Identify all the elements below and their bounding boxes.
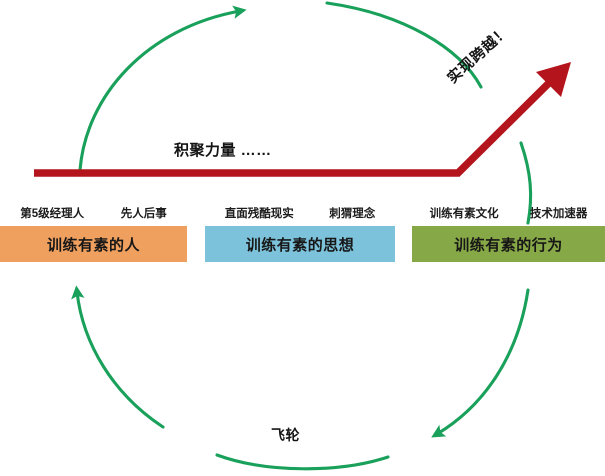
stage-disciplined-thought: 直面残酷现实 刺猬理念 训练有素的思想 [205,200,395,262]
sub-label-level5-leadership: 第5级经理人 [20,208,85,220]
stage-disciplined-people: 第5级经理人 先人后事 训练有素的人 [0,200,187,262]
trajectory-arrow-group [34,62,571,177]
sub-label-technology-accelerator: 技术加速器 [529,208,588,220]
stage-box-action-label: 训练有素的行为 [454,236,563,254]
sub-label-confront-brutal-facts: 直面残酷现实 [224,208,294,220]
stage-box-thought-label: 训练有素的思想 [245,236,355,254]
stage-box-people-label: 训练有素的人 [46,236,140,254]
sub-label-group-people: 第5级经理人 先人后事 [0,200,187,226]
flywheel-label: 飞轮 [271,427,300,443]
trajectory-arrowhead-icon [536,62,571,97]
arc-bottom-right-icon [431,288,530,438]
stage-box-people: 训练有素的人 [0,226,187,262]
arc-bottom-icon [215,453,390,471]
buildup-label: 积聚力量 …… [174,142,272,159]
stage-disciplined-action: 训练有素文化 技术加速器 训练有素的行为 [412,200,605,262]
sub-label-first-who-then-what: 先人后事 [120,208,167,220]
arc-bottom-left-icon [71,285,165,429]
sub-label-group-thought: 直面残酷现实 刺猬理念 [205,200,395,226]
trajectory-line-icon [34,73,559,177]
stage-row: 第5级经理人 先人后事 训练有素的人 直面残酷现实 刺猬理念 训练有素的思想 训… [0,200,605,280]
flywheel-arc-group [71,1,533,471]
sub-label-hedgehog-concept: 刺猬理念 [329,208,376,220]
sub-label-culture-of-discipline: 训练有素文化 [429,208,499,220]
stage-box-thought: 训练有素的思想 [205,226,395,262]
arc-top-left-icon [78,5,247,172]
arc-top-right-icon [325,1,483,89]
stage-box-action: 训练有素的行为 [412,226,605,262]
arc-right-icon [519,141,533,225]
sub-label-group-action: 训练有素文化 技术加速器 [412,200,605,226]
